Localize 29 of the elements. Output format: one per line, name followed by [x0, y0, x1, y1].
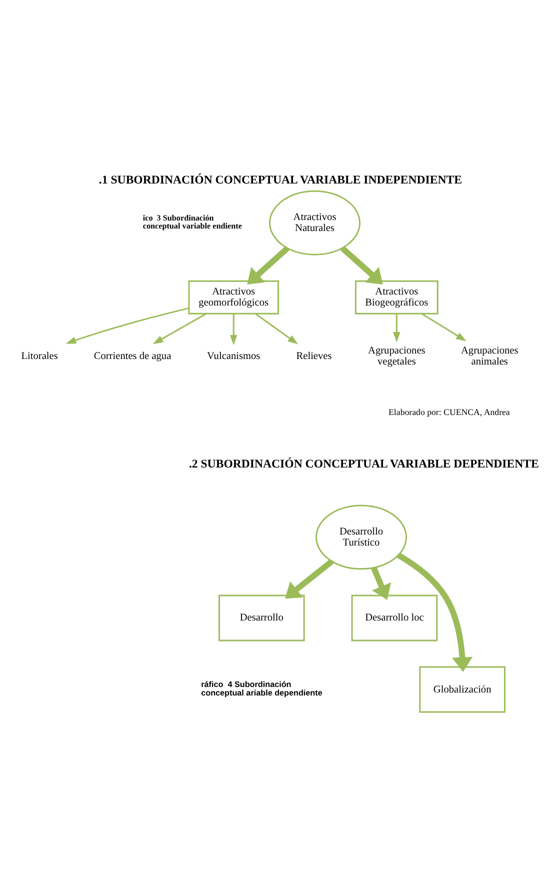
- node-text: Vulcanismos: [206, 351, 260, 362]
- label: ráfico 4 Subordinación conceptual ariable dependiente: [201, 680, 322, 698]
- node-text: Corrientes de agua: [94, 351, 172, 362]
- arrow: [393, 314, 400, 342]
- arrow: [66, 308, 190, 344]
- arrow: [247, 246, 290, 284]
- arrow: [152, 313, 207, 344]
- arrow: [254, 313, 298, 344]
- node-box: Atractivos Biogeográficos: [354, 280, 438, 314]
- arrow: [396, 552, 473, 672]
- label: ico 3 Subordinación conceptual variable endiente: [142, 214, 242, 231]
- diagram-title: .1 SUBORDINACIÓN CONCEPTUAL VARIABLE INDEPENDIENTE: [98, 172, 462, 187]
- arrow: [340, 246, 383, 284]
- node-ellipse: Desarrollo Turístico: [316, 504, 407, 570]
- node-box: Atractivos geomorfológicos: [188, 280, 279, 314]
- arrow: [421, 313, 466, 342]
- node-ellipse: Atractivos Naturales: [269, 190, 360, 256]
- arrow: [285, 558, 334, 599]
- node-box: Desarrollo loc: [351, 594, 438, 642]
- node-text: Litorales: [21, 351, 58, 362]
- arrow: [230, 314, 238, 346]
- node-text: Agrupaciones animales: [460, 346, 518, 368]
- node-text: Relieves: [296, 351, 332, 362]
- label: .2 SUBORDINACIÓN CONCEPTUAL VARIABLE DEPENDIENTE: [188, 456, 539, 471]
- node-box: Desarrollo: [218, 594, 305, 642]
- label: Elaborado por: CUENCA, Andrea: [388, 406, 510, 417]
- node-text: Agrupaciones vegetales: [368, 346, 426, 368]
- node-box: Globalización: [419, 666, 506, 713]
- arrow: [370, 566, 392, 600]
